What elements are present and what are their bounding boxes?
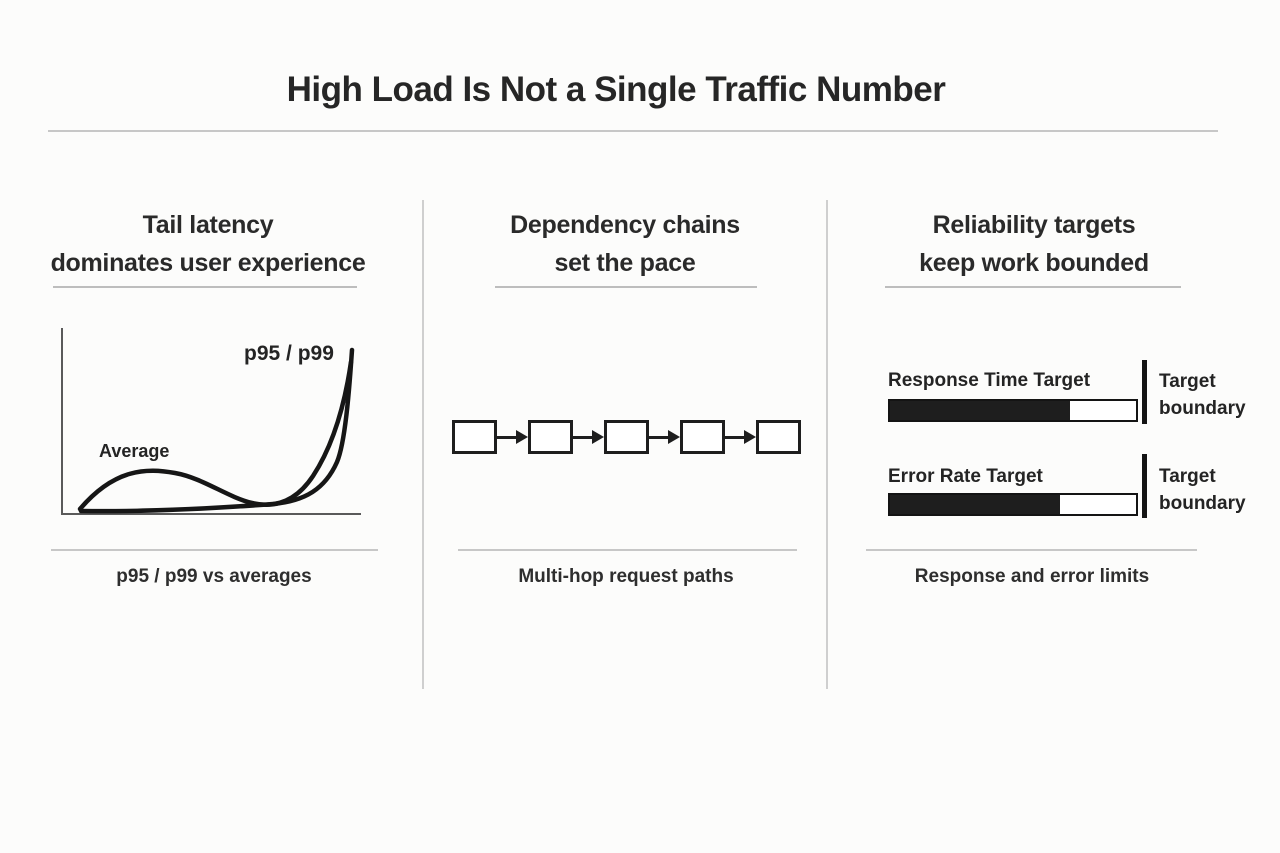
title-divider: [48, 130, 1218, 132]
caption-rule: [51, 549, 378, 551]
panel-heading-dependency-chains: Dependency chains set the pace: [459, 206, 791, 282]
tail-latency-label: p95 / p99: [244, 342, 334, 365]
heading-line: Tail latency: [142, 211, 274, 239]
caption-rule: [458, 549, 797, 551]
chain-box: [451, 420, 497, 454]
panel-heading-reliability-targets: Reliability targets keep work bounded: [868, 206, 1200, 282]
boundary-label-line: boundary: [1159, 398, 1246, 419]
chain-box: [679, 420, 725, 454]
heading-rule: [885, 286, 1181, 288]
boundary-label: Target boundary: [1159, 368, 1246, 422]
boundary-label-line: boundary: [1159, 493, 1246, 514]
target-bar: [888, 399, 1138, 422]
chart-axes: [61, 328, 361, 515]
heading-line: keep work bounded: [919, 249, 1149, 277]
target-boundary-line: [1142, 454, 1147, 518]
chain-box: [527, 420, 573, 454]
page-title: High Load Is Not a Single Traffic Number: [286, 70, 946, 109]
target-bar: [888, 493, 1138, 516]
latency-chart: p95 / p99 Average: [45, 322, 375, 522]
heading-line: dominates user experience: [50, 249, 366, 277]
panel-caption: Response and error limits: [914, 566, 1150, 587]
heading-rule: [53, 286, 357, 288]
heading-line: Reliability targets: [932, 211, 1136, 239]
chain-box: [603, 420, 649, 454]
column-divider: [422, 200, 424, 689]
panel-caption: Multi-hop request paths: [518, 566, 734, 587]
tail-latency-curve: [78, 347, 355, 514]
caption-rule: [866, 549, 1197, 551]
latency-chart-canvas: [61, 328, 361, 515]
arrow-right-icon: [648, 430, 680, 444]
target-label: Response Time Target: [888, 370, 1091, 391]
dependency-chain: [424, 417, 828, 457]
average-label: Average: [99, 441, 170, 461]
heading-rule: [495, 286, 757, 288]
boundary-label-line: Target: [1159, 466, 1216, 487]
average-curve: [77, 359, 354, 512]
boundary-label: Target boundary: [1159, 463, 1246, 517]
arrow-right-icon: [572, 430, 604, 444]
panel-heading-tail-latency: Tail latency dominates user experience: [42, 206, 374, 282]
chain-box: [755, 420, 801, 454]
panel-caption: p95 / p99 vs averages: [116, 566, 312, 587]
heading-line: Dependency chains: [510, 211, 740, 239]
target-boundary-line: [1142, 360, 1147, 424]
arrow-right-icon: [496, 430, 528, 444]
boundary-label-line: Target: [1159, 371, 1216, 392]
arrow-right-icon: [724, 430, 756, 444]
target-bar-fill: [890, 495, 1060, 514]
target-bar-fill: [890, 401, 1070, 420]
target-label: Error Rate Target: [888, 466, 1043, 487]
heading-line: set the pace: [554, 249, 696, 277]
column-divider: [826, 200, 828, 689]
